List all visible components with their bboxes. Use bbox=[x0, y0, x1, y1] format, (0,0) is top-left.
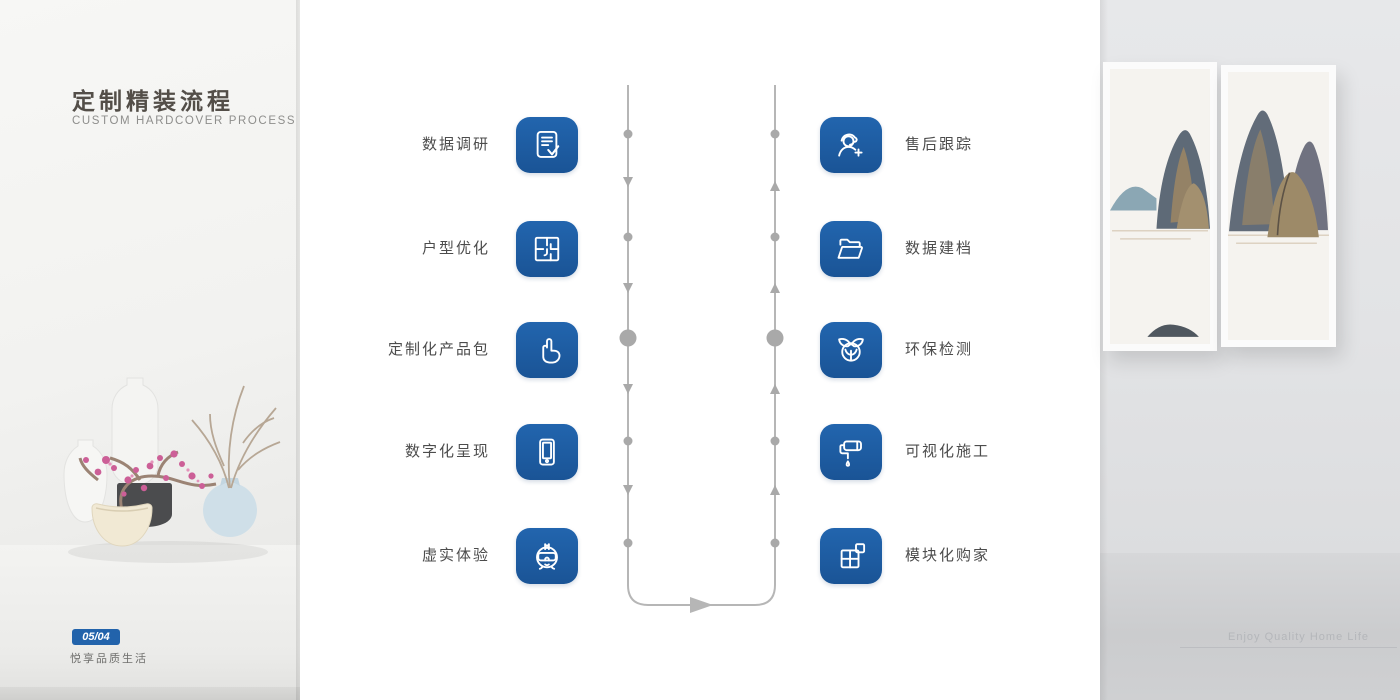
vase-still-life bbox=[63, 377, 281, 563]
step-label: 数字化呈现 bbox=[404, 444, 490, 460]
step-label: 环保检测 bbox=[905, 342, 974, 358]
flow-bottom-arrow bbox=[690, 597, 713, 613]
open-folder-icon bbox=[837, 238, 863, 259]
dry-branches bbox=[191, 385, 281, 489]
wall-art-frame-right bbox=[1221, 65, 1336, 347]
survey-note-icon bbox=[536, 130, 560, 158]
step-label: 数据调研 bbox=[421, 137, 490, 153]
page-subtitle: CUSTOM HARDCOVER PROCESS bbox=[72, 115, 297, 127]
mountain-art-left bbox=[1110, 69, 1210, 344]
modular-blocks-icon bbox=[840, 543, 866, 569]
hand-pointer-icon bbox=[542, 338, 561, 364]
footer-caption-line bbox=[1180, 647, 1397, 648]
step-label: 模块化购家 bbox=[905, 548, 991, 564]
right-photo-panel bbox=[1100, 0, 1400, 700]
cream-bowl bbox=[91, 503, 153, 547]
footer-caption: Enjoy Quality Home Life bbox=[1228, 631, 1369, 643]
page-title: 定制精装流程 bbox=[72, 89, 234, 114]
wall-art-frame-left bbox=[1103, 62, 1217, 351]
step-tile-eco bbox=[820, 322, 882, 378]
eco-leaf-icon bbox=[838, 337, 864, 362]
vase-shadow bbox=[68, 541, 268, 563]
plum-blossoms bbox=[83, 450, 214, 497]
step-tile-vr bbox=[516, 528, 578, 584]
gray-floor bbox=[1100, 553, 1400, 700]
flow-connector bbox=[619, 85, 784, 613]
page-number-badge: 05/04 bbox=[72, 629, 120, 645]
page-tagline: 悦享品质生活 bbox=[70, 653, 148, 665]
flow-node-dots bbox=[619, 129, 784, 548]
step-label: 虚实体验 bbox=[421, 548, 490, 564]
mountain-art-right bbox=[1228, 72, 1329, 340]
step-tile-digital bbox=[516, 424, 578, 480]
vr-headset-icon bbox=[536, 543, 558, 570]
step-tile-archive bbox=[820, 221, 882, 277]
step-tile-product-package bbox=[516, 322, 578, 378]
step-tile-construction bbox=[820, 424, 882, 480]
step-label: 数据建档 bbox=[905, 241, 974, 257]
blue-vase bbox=[203, 483, 257, 537]
step-tile-aftersales bbox=[820, 117, 882, 173]
paint-roller-icon bbox=[839, 440, 862, 467]
table-surface bbox=[0, 545, 300, 700]
flow-direction-arrows bbox=[623, 177, 780, 495]
step-tile-modular bbox=[820, 528, 882, 584]
step-label: 可视化施工 bbox=[905, 444, 991, 460]
bowl-rim bbox=[95, 507, 149, 512]
flow-line bbox=[627, 85, 776, 606]
left-photo-panel: 定制精装流程 CUSTOM HARDCOVER PROCESS bbox=[0, 0, 300, 700]
step-label: 定制化产品包 bbox=[387, 342, 490, 358]
step-label: 售后跟踪 bbox=[905, 137, 974, 153]
customer-service-icon bbox=[838, 133, 863, 157]
floor-plan-icon bbox=[534, 236, 560, 262]
table-front-edge bbox=[0, 687, 300, 700]
smartphone-icon bbox=[539, 438, 555, 466]
step-tile-data-research bbox=[516, 117, 578, 173]
plum-blossom-highlights bbox=[108, 460, 200, 483]
process-diagram-panel bbox=[300, 0, 1100, 700]
step-tile-floorplan bbox=[516, 221, 578, 277]
step-label: 户型优化 bbox=[421, 241, 490, 257]
